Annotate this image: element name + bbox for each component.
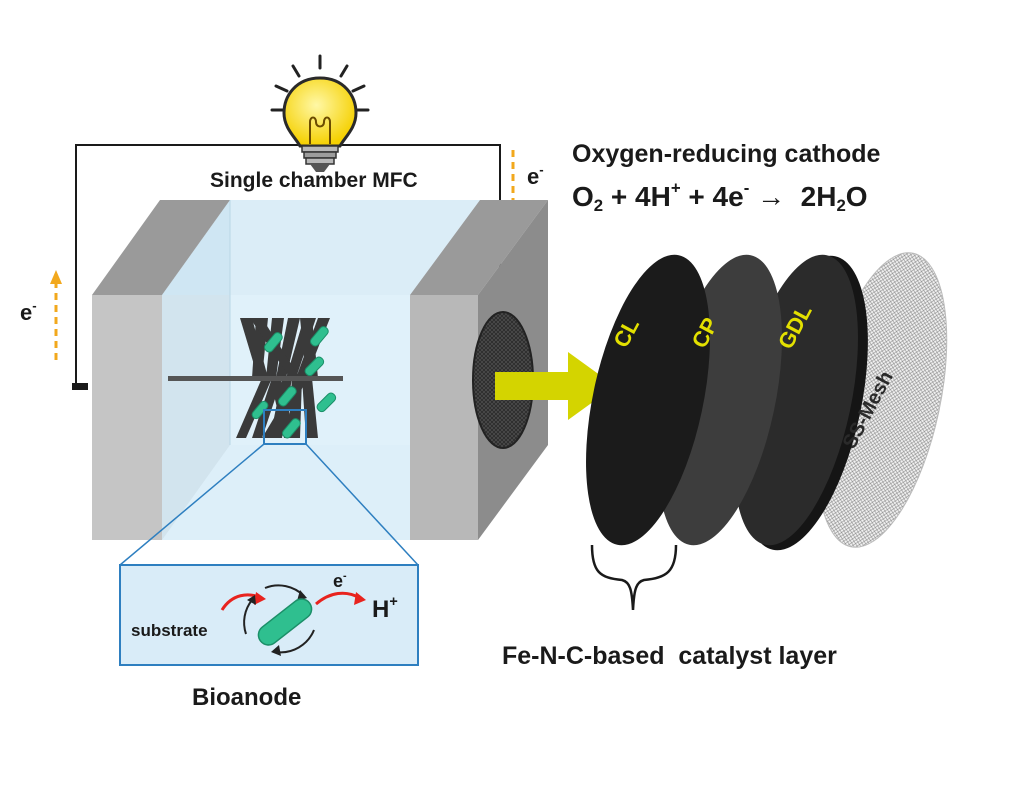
bioanode-label: Bioanode [192,684,302,711]
zoom-square [263,409,307,445]
catalyst-brace [590,544,678,611]
electron-symbol: e [527,164,540,189]
cathode-title: Oxygen-reducing cathode [572,140,881,168]
electron-label-left: e- [20,299,37,325]
bioanode-inset [119,564,419,666]
electron-charge: - [539,162,544,178]
electron-label-right: e- [527,163,544,189]
electron-arrow-left [50,270,62,360]
cathode-pointer-arrow [495,352,615,420]
substrate-label: substrate [131,621,208,640]
proton-label: H+ [372,594,398,623]
zoom-lines [119,443,419,566]
electron-symbol: e [20,300,33,325]
electron-charge: - [32,298,37,314]
cathode-layers [586,252,948,551]
orr-equation: O2 + 4H+ + 4e- → 2H2O [572,178,868,216]
single-chamber-label: Single chamber MFC [210,169,418,192]
inset-electron-label: e- [333,569,347,591]
cl-layer [586,254,710,546]
light-bulb-icon [270,54,370,172]
catalyst-layer-label: Fe-N-C-based catalyst layer [502,642,837,670]
